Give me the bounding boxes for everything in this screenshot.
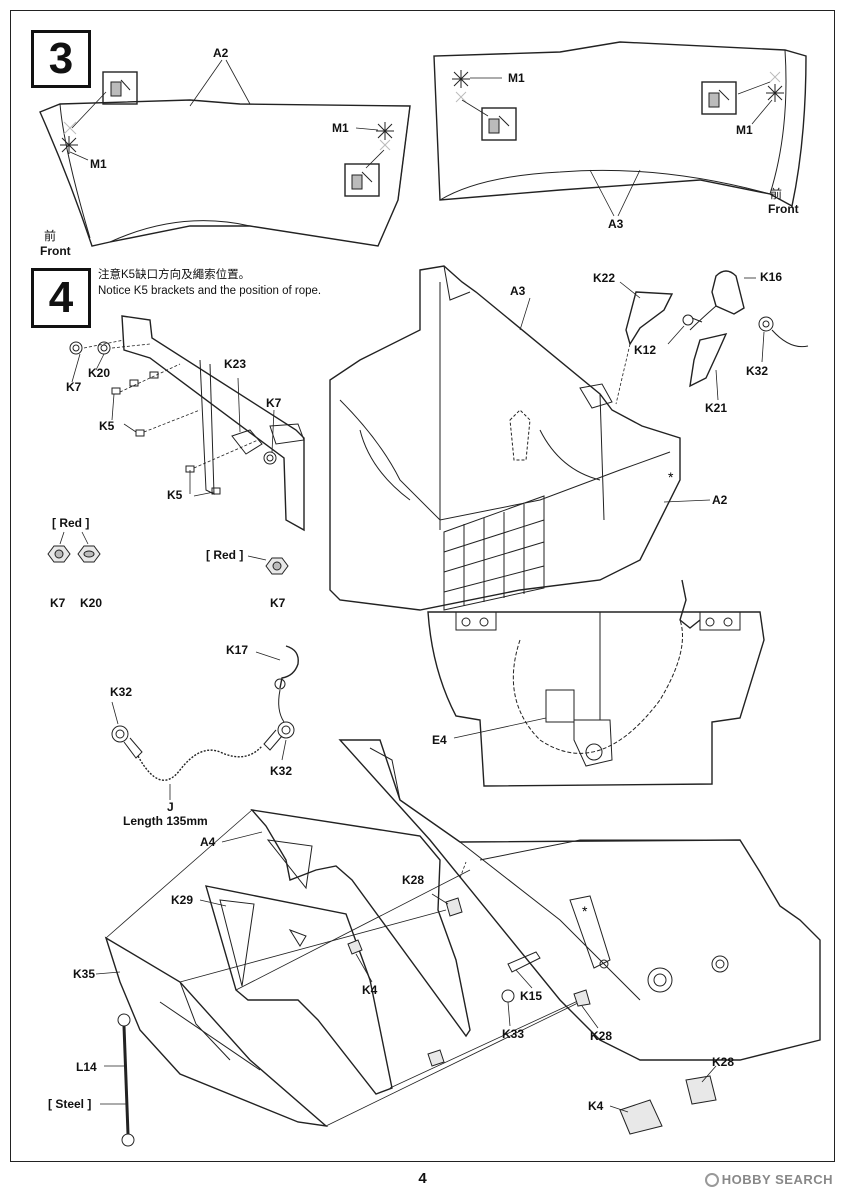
svg-text:*: * — [582, 903, 588, 919]
page-number: 4 — [418, 1170, 427, 1187]
svg-text:*: * — [668, 469, 674, 485]
step3-m1-label: M1 — [508, 71, 525, 85]
step3-front-cn: 前 — [44, 229, 57, 243]
part-a4-label: A4 — [200, 835, 216, 849]
part-k32-label: K32 — [110, 685, 133, 699]
part-k4-label: K4 — [362, 983, 378, 997]
step4-note-en: Notice K5 brackets and the position of r… — [98, 285, 322, 297]
color-red-label: [ Red ] — [52, 516, 90, 530]
part-k5-label: K5 — [99, 419, 115, 433]
part-k28-label: K28 — [402, 873, 425, 887]
part-k12-label: K12 — [634, 343, 657, 357]
part-k7-label: K7 — [270, 596, 286, 610]
part-k20-label: K20 — [80, 596, 103, 610]
part-k7-label: K7 — [66, 380, 82, 394]
part-k32-label: K32 — [746, 364, 769, 378]
part-l14-label: L14 — [76, 1060, 97, 1074]
part-k4-label: K4 — [588, 1099, 604, 1113]
step3-a2-label: A2 — [213, 46, 229, 60]
part-a2-label: A2 — [712, 493, 728, 507]
part-k35-label: K35 — [73, 967, 96, 981]
part-k29-label: K29 — [171, 893, 194, 907]
part-k23-label: K23 — [224, 357, 247, 371]
part-k33-label: K33 — [502, 1027, 525, 1041]
rope-length-label: Length 135mm — [123, 814, 208, 828]
step4-note-cn: 注意K5缺口方向及繩索位置。 — [98, 269, 251, 281]
step3-front-en: Front — [768, 202, 799, 216]
hobby-search-logo-icon — [704, 1173, 719, 1187]
watermark-text: HOBBY SEARCH — [721, 1172, 833, 1187]
part-k28-label: K28 — [590, 1029, 613, 1043]
part-j-label: J — [167, 800, 174, 814]
step-3-number: 3 — [31, 30, 91, 88]
material-steel-label: [ Steel ] — [48, 1097, 92, 1111]
step3-m1-label: M1 — [332, 121, 349, 135]
part-k28-label: K28 — [712, 1055, 735, 1069]
part-k7-label: K7 — [266, 396, 282, 410]
step3-front-cn: 前 — [770, 187, 783, 201]
part-k5-label: K5 — [167, 488, 183, 502]
part-k15-label: K15 — [520, 989, 543, 1003]
part-k17-label: K17 — [226, 643, 249, 657]
step-4-number: 4 — [31, 268, 91, 328]
part-k7-label: K7 — [50, 596, 66, 610]
part-k32-label: K32 — [270, 764, 293, 778]
part-k22-label: K22 — [593, 271, 616, 285]
part-k16-label: K16 — [760, 270, 783, 284]
part-a3-label: A3 — [510, 284, 526, 298]
step3-m1-label: M1 — [90, 157, 107, 171]
step3-front-en: Front — [40, 244, 71, 258]
color-red-label: [ Red ] — [206, 548, 244, 562]
step3-m1-label: M1 — [736, 123, 753, 137]
part-k21-label: K21 — [705, 401, 728, 415]
watermark: HOBBY SEARCH — [704, 1172, 833, 1187]
page-border — [10, 10, 835, 1162]
step3-a3-label: A3 — [608, 217, 624, 231]
part-e4-label: E4 — [432, 733, 447, 747]
part-k20-label: K20 — [88, 366, 111, 380]
